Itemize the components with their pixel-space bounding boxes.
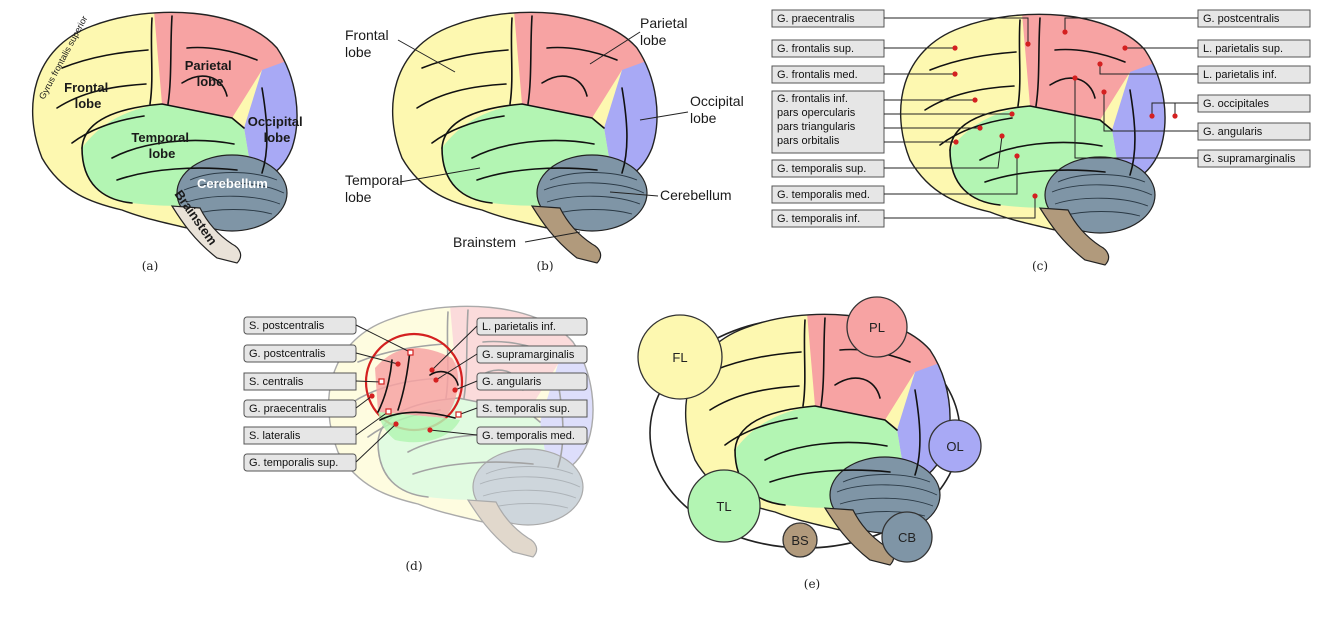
node-fl-label: FL bbox=[672, 350, 687, 365]
panel-d-left-labels: S. postcentralis G. postcentralis S. cen… bbox=[243, 316, 357, 472]
d-label-s-lateralis: S. lateralis bbox=[249, 430, 301, 442]
panel-b bbox=[362, 0, 682, 268]
d-label-s-postcentralis: S. postcentralis bbox=[249, 320, 325, 332]
panel-c-right-labels: G. postcentralis L. parietalis sup. L. p… bbox=[1197, 9, 1311, 168]
d-label-s-temporalis-sup: S. temporalis sup. bbox=[482, 403, 570, 415]
node-cb-label: CB bbox=[898, 530, 916, 545]
panel-c bbox=[870, 0, 1190, 270]
panel-b-parietal-leader bbox=[589, 31, 641, 65]
c-label-frontalis-inf: G. frontalis inf. bbox=[777, 93, 848, 105]
node-pl bbox=[846, 296, 908, 358]
panel-b-occipital-label: Occipital lobe bbox=[690, 93, 748, 126]
node-tl-label: TL bbox=[716, 499, 731, 514]
panel-b-parietal-label: Parietal lobe bbox=[640, 15, 691, 48]
panel-b-cerebellum-leader bbox=[609, 191, 659, 197]
panel-a: Gyrus frontalis superior Frontal lobe Pa… bbox=[2, 0, 322, 268]
d-label-g-angularis: G. angularis bbox=[482, 376, 542, 388]
panel-b-frontal-label: Frontal lobe bbox=[345, 27, 392, 60]
panel-b-brainstem-label: Brainstem bbox=[453, 234, 516, 250]
c-label-occipitales: G. occipitales bbox=[1203, 98, 1270, 110]
panel-d-right-labels: L. parietalis inf. G. supramarginalis G.… bbox=[476, 317, 588, 445]
node-cb bbox=[881, 511, 933, 563]
node-ol bbox=[928, 419, 982, 473]
panel-a-occipital-label: Occipital lobe bbox=[248, 114, 307, 145]
d-label-g-temporalis-med: G. temporalis med. bbox=[482, 430, 575, 442]
panel-b-temporal-label: Temporal lobe bbox=[345, 172, 406, 205]
node-bs bbox=[782, 522, 818, 558]
c-label-pars-opercularis: pars opercularis bbox=[777, 107, 856, 119]
c-label-parietalis-inf: L. parietalis inf. bbox=[1203, 69, 1277, 81]
caption-c: (c) bbox=[1032, 259, 1048, 273]
c-label-pars-orbitalis: pars orbitalis bbox=[777, 135, 840, 147]
panel-c-markers bbox=[952, 29, 1178, 199]
c-label-frontalis-med: G. frontalis med. bbox=[777, 69, 858, 81]
panel-a-parietal-label: Parietal lobe bbox=[185, 58, 236, 89]
panel-b-brainstem-leader bbox=[524, 231, 581, 243]
panel-d-leaders bbox=[355, 324, 478, 463]
node-tl bbox=[687, 469, 761, 543]
panel-e: FL PL OL TL BS CB bbox=[637, 290, 982, 570]
c-label-supramarginalis: G. supramarginalis bbox=[1203, 153, 1296, 165]
node-pl-label: PL bbox=[869, 320, 885, 335]
panel-b-temporal-leader bbox=[399, 167, 481, 183]
panel-d-markers bbox=[369, 349, 462, 433]
panel-a-temporal-label: Temporal lobe bbox=[131, 130, 192, 161]
c-label-temporalis-med: G. temporalis med. bbox=[777, 189, 870, 201]
c-label-temporalis-sup: G. temporalis sup. bbox=[777, 163, 866, 175]
c-label-angularis: G. angularis bbox=[1203, 126, 1263, 138]
c-label-frontalis-sup: G. frontalis sup. bbox=[777, 43, 854, 55]
caption-a: (a) bbox=[142, 259, 159, 273]
c-label-temporalis-inf: G. temporalis inf. bbox=[777, 213, 860, 225]
node-bs-label: BS bbox=[791, 533, 809, 548]
panel-b-labels: Frontal lobe Parietal lobe Occipital lob… bbox=[345, 15, 748, 250]
caption-b: (b) bbox=[536, 259, 553, 273]
node-ol-label: OL bbox=[946, 439, 963, 454]
panel-b-occipital-leader bbox=[639, 111, 689, 121]
panel-b-cerebellum-label: Cerebellum bbox=[660, 187, 732, 203]
c-label-praecentralis: G. praecentralis bbox=[777, 13, 855, 25]
d-label-g-temporalis-sup: G. temporalis sup. bbox=[249, 457, 338, 469]
d-label-l-parietalis-inf: L. parietalis inf. bbox=[482, 321, 556, 333]
panel-c-leaders bbox=[884, 17, 1198, 219]
c-label-postcentralis: G. postcentralis bbox=[1203, 13, 1280, 25]
panel-c-left-labels: G. praecentralis G. frontalis sup. G. fr… bbox=[771, 9, 885, 228]
panel-b-frontal-leader bbox=[397, 39, 456, 73]
d-label-g-supramarginalis: G. supramarginalis bbox=[482, 349, 575, 361]
panel-d-highlight bbox=[375, 347, 460, 443]
caption-d: (d) bbox=[405, 559, 422, 573]
c-label-parietalis-sup: L. parietalis sup. bbox=[1203, 43, 1283, 55]
c-label-pars-triangularis: pars triangularis bbox=[777, 121, 856, 133]
node-fl bbox=[637, 314, 723, 400]
d-label-g-postcentralis: G. postcentralis bbox=[249, 348, 326, 360]
panel-a-cerebellum-label: Cerebellum bbox=[197, 176, 268, 191]
panel-a-frontal-label: Frontal lobe bbox=[64, 80, 112, 111]
d-label-s-centralis: S. centralis bbox=[249, 376, 304, 388]
d-label-g-praecentralis: G. praecentralis bbox=[249, 403, 327, 415]
caption-e: (e) bbox=[804, 577, 820, 591]
